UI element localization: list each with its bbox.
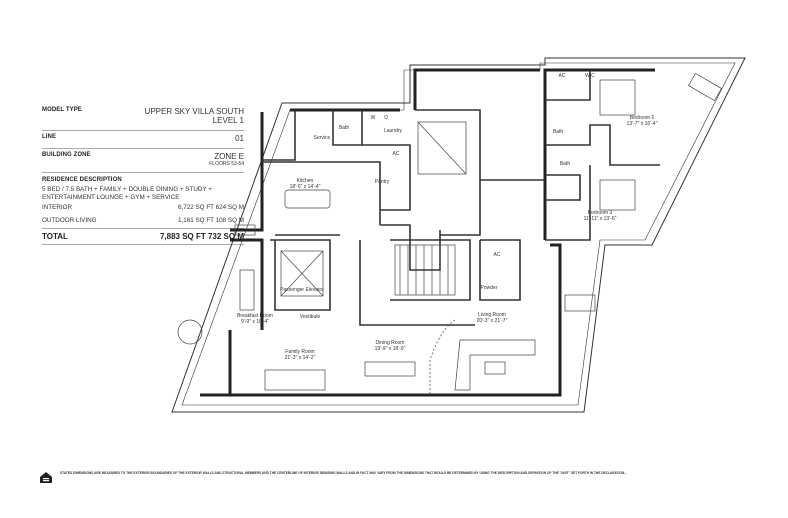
line-value: 01: [235, 134, 244, 143]
label-bath-3: Bath: [560, 161, 571, 167]
stair: [394, 244, 456, 296]
outdoor-row: OUTDOOR LIVING 1,161 SQ FT 108 SQ M: [42, 215, 244, 228]
label-bedroom-2: Bedroom 2: [630, 115, 655, 121]
model-type-name: UPPER SKY VILLA SOUTH: [144, 107, 244, 116]
label-bedroom-3: Bedroom 3: [588, 210, 613, 216]
label-pantry: Pantry: [375, 179, 390, 185]
label-kitchen-dim: 18'-0" x 14'-4": [290, 184, 321, 190]
label-family: Family Room: [285, 349, 314, 355]
terrace-outline: [171, 57, 746, 413]
label-bath-2: Bath: [553, 129, 564, 135]
label-living-dim: 20'-3" x 21'-7": [477, 318, 508, 324]
label-dining-dim: 19'-9" x 18'-0": [375, 346, 406, 352]
total-value: 7,883 SQ FT 732 SQ M: [159, 232, 244, 241]
interior-value: 6,722 SQ FT 624 SQ M: [177, 204, 244, 211]
label-laundry: Laundry: [384, 128, 403, 134]
label-powder: Powder: [481, 285, 498, 291]
total-label: TOTAL: [42, 232, 68, 241]
label-living: Living Room: [478, 312, 506, 318]
equal-housing-icon: [40, 472, 52, 483]
label-washer: W: [371, 115, 376, 121]
room-labels: Service Bath W D Laundry AC Kitchen 18'-…: [237, 73, 658, 361]
label-elevator: Passenger Elevator: [280, 287, 324, 293]
zone-label: BUILDING ZONE: [42, 152, 91, 158]
label-bath-1: Bath: [339, 125, 350, 131]
outdoor-value: 1,161 SQ FT 108 SQ M: [177, 217, 244, 224]
label-dryer: D: [384, 115, 388, 121]
description-text: 5 BED / 7.5 BATH + FAMILY + DOUBLE DININ…: [42, 186, 212, 201]
interior-walls: [262, 70, 660, 326]
fixtures: [177, 72, 722, 395]
zone-floors: FLOORS 53-54: [209, 161, 244, 167]
interior-row: INTERIOR 6,722 SQ FT 624 SQ M: [42, 202, 244, 215]
description-label: RESIDENCE DESCRIPTION: [42, 177, 122, 183]
label-wic: WIC: [585, 73, 595, 79]
line-label: LINE: [42, 134, 57, 140]
label-vestibule: Vestibule: [300, 314, 321, 320]
label-ac-3: AC: [559, 73, 566, 79]
label-dining: Dining Room: [376, 340, 405, 346]
legal-disclaimer: STATED DIMENSIONS ARE MEASURED TO THE EX…: [60, 471, 627, 475]
label-bedroom-3-dim: 11'-11" x 13'-6": [584, 216, 617, 222]
exterior-walls: [200, 68, 655, 397]
outdoor-label: OUTDOOR LIVING: [42, 217, 97, 224]
label-bedroom-2-dim: 13'-7" x 16'-4": [627, 121, 658, 127]
label-breakfast-dim: 9'-9" x 16'-4": [241, 319, 269, 325]
label-kitchen: Kitchen: [297, 178, 314, 184]
model-type-level: LEVEL 1: [212, 116, 244, 125]
label-service: Service: [314, 135, 331, 141]
label-breakfast: Breakfast Room: [237, 313, 273, 319]
label-family-dim: 21'-3" x 14'-2": [285, 355, 316, 361]
zone-name: ZONE E: [214, 152, 244, 161]
total-row: TOTAL 7,883 SQ FT 732 SQ M: [42, 228, 244, 245]
model-type-label: MODEL TYPE: [42, 107, 82, 113]
label-ac-2: AC: [494, 252, 501, 258]
description-block: RESIDENCE DESCRIPTION 5 BED / 7.5 BATH +…: [42, 173, 244, 245]
interior-label: INTERIOR: [42, 204, 73, 211]
line-row: LINE 01: [42, 131, 244, 149]
label-ac-1: AC: [393, 151, 400, 157]
